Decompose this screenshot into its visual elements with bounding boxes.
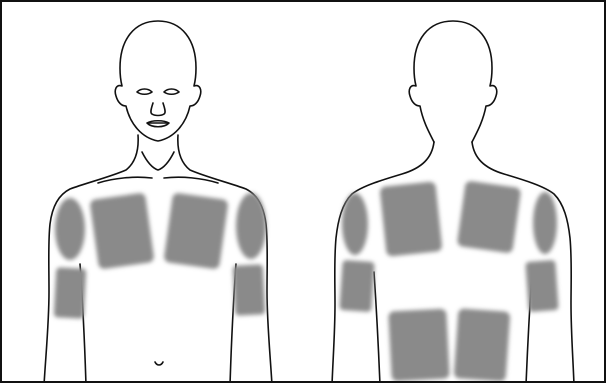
front-eye-right (137, 89, 152, 94)
front-neck-lines (142, 152, 174, 170)
back-patch-left-upper-back (379, 181, 442, 256)
front-mouth (147, 121, 169, 127)
back-patch-left-forearm (339, 260, 374, 312)
front-figure (44, 21, 272, 383)
front-patch-left-forearm (233, 264, 266, 316)
back-patches (339, 180, 558, 381)
back-inner-arm-left (374, 272, 380, 383)
front-patch-right-forearm (54, 267, 87, 319)
back-patch-right-upper-back (457, 180, 522, 253)
front-patch-right-upper-arm (55, 198, 85, 260)
back-patch-right-upper-arm (533, 192, 557, 254)
front-patch-right-chest (89, 192, 154, 269)
front-patch-left-upper-arm (236, 193, 266, 259)
front-collarbone (98, 177, 218, 183)
front-eye-left (164, 89, 179, 94)
front-nose (151, 103, 165, 116)
back-head-outline (409, 21, 497, 142)
front-patch-left-chest (163, 192, 228, 269)
back-patch-left-upper-arm (342, 193, 368, 255)
front-navel (155, 362, 163, 365)
back-patch-right-forearm (525, 260, 558, 312)
back-patch-right-lower-back (454, 308, 511, 381)
back-patch-left-lower-back (388, 309, 450, 382)
